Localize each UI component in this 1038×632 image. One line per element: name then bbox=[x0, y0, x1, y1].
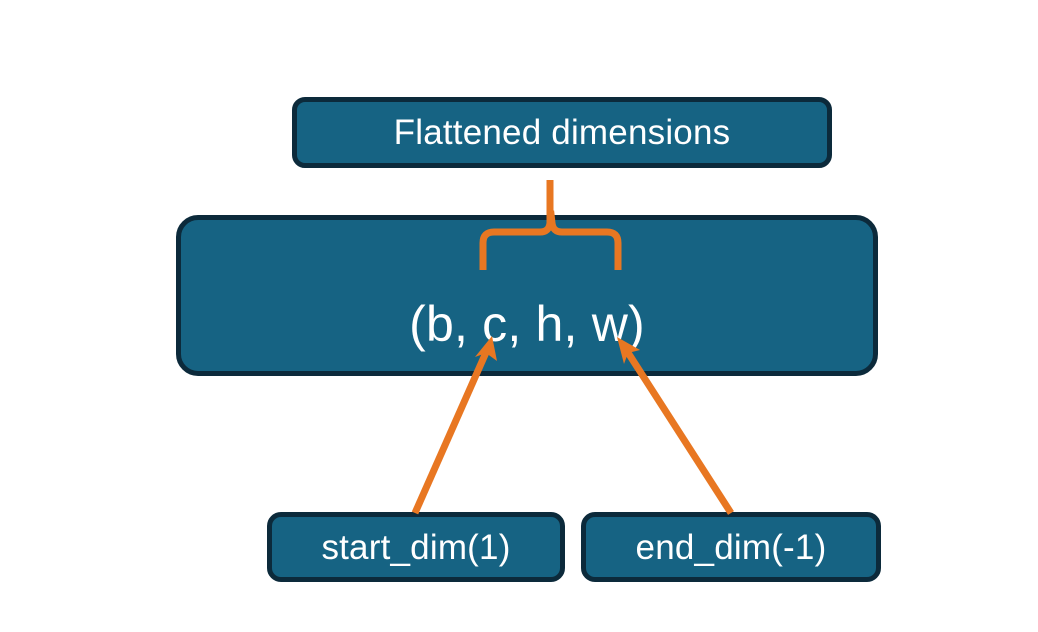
start-dim-box[interactable]: start_dim(1) bbox=[267, 512, 565, 582]
end-dim-box[interactable]: end_dim(-1) bbox=[581, 512, 881, 582]
flattened-dimensions-box[interactable]: Flattened dimensions bbox=[292, 97, 832, 168]
start-dim-label: start_dim(1) bbox=[321, 527, 511, 567]
end-dim-label: end_dim(-1) bbox=[635, 527, 827, 567]
shape-tuple-label: (b, c, h, w) bbox=[409, 296, 645, 352]
shape-tuple-box[interactable]: (b, c, h, w) bbox=[176, 215, 878, 376]
flattened-dimensions-label: Flattened dimensions bbox=[393, 113, 731, 152]
